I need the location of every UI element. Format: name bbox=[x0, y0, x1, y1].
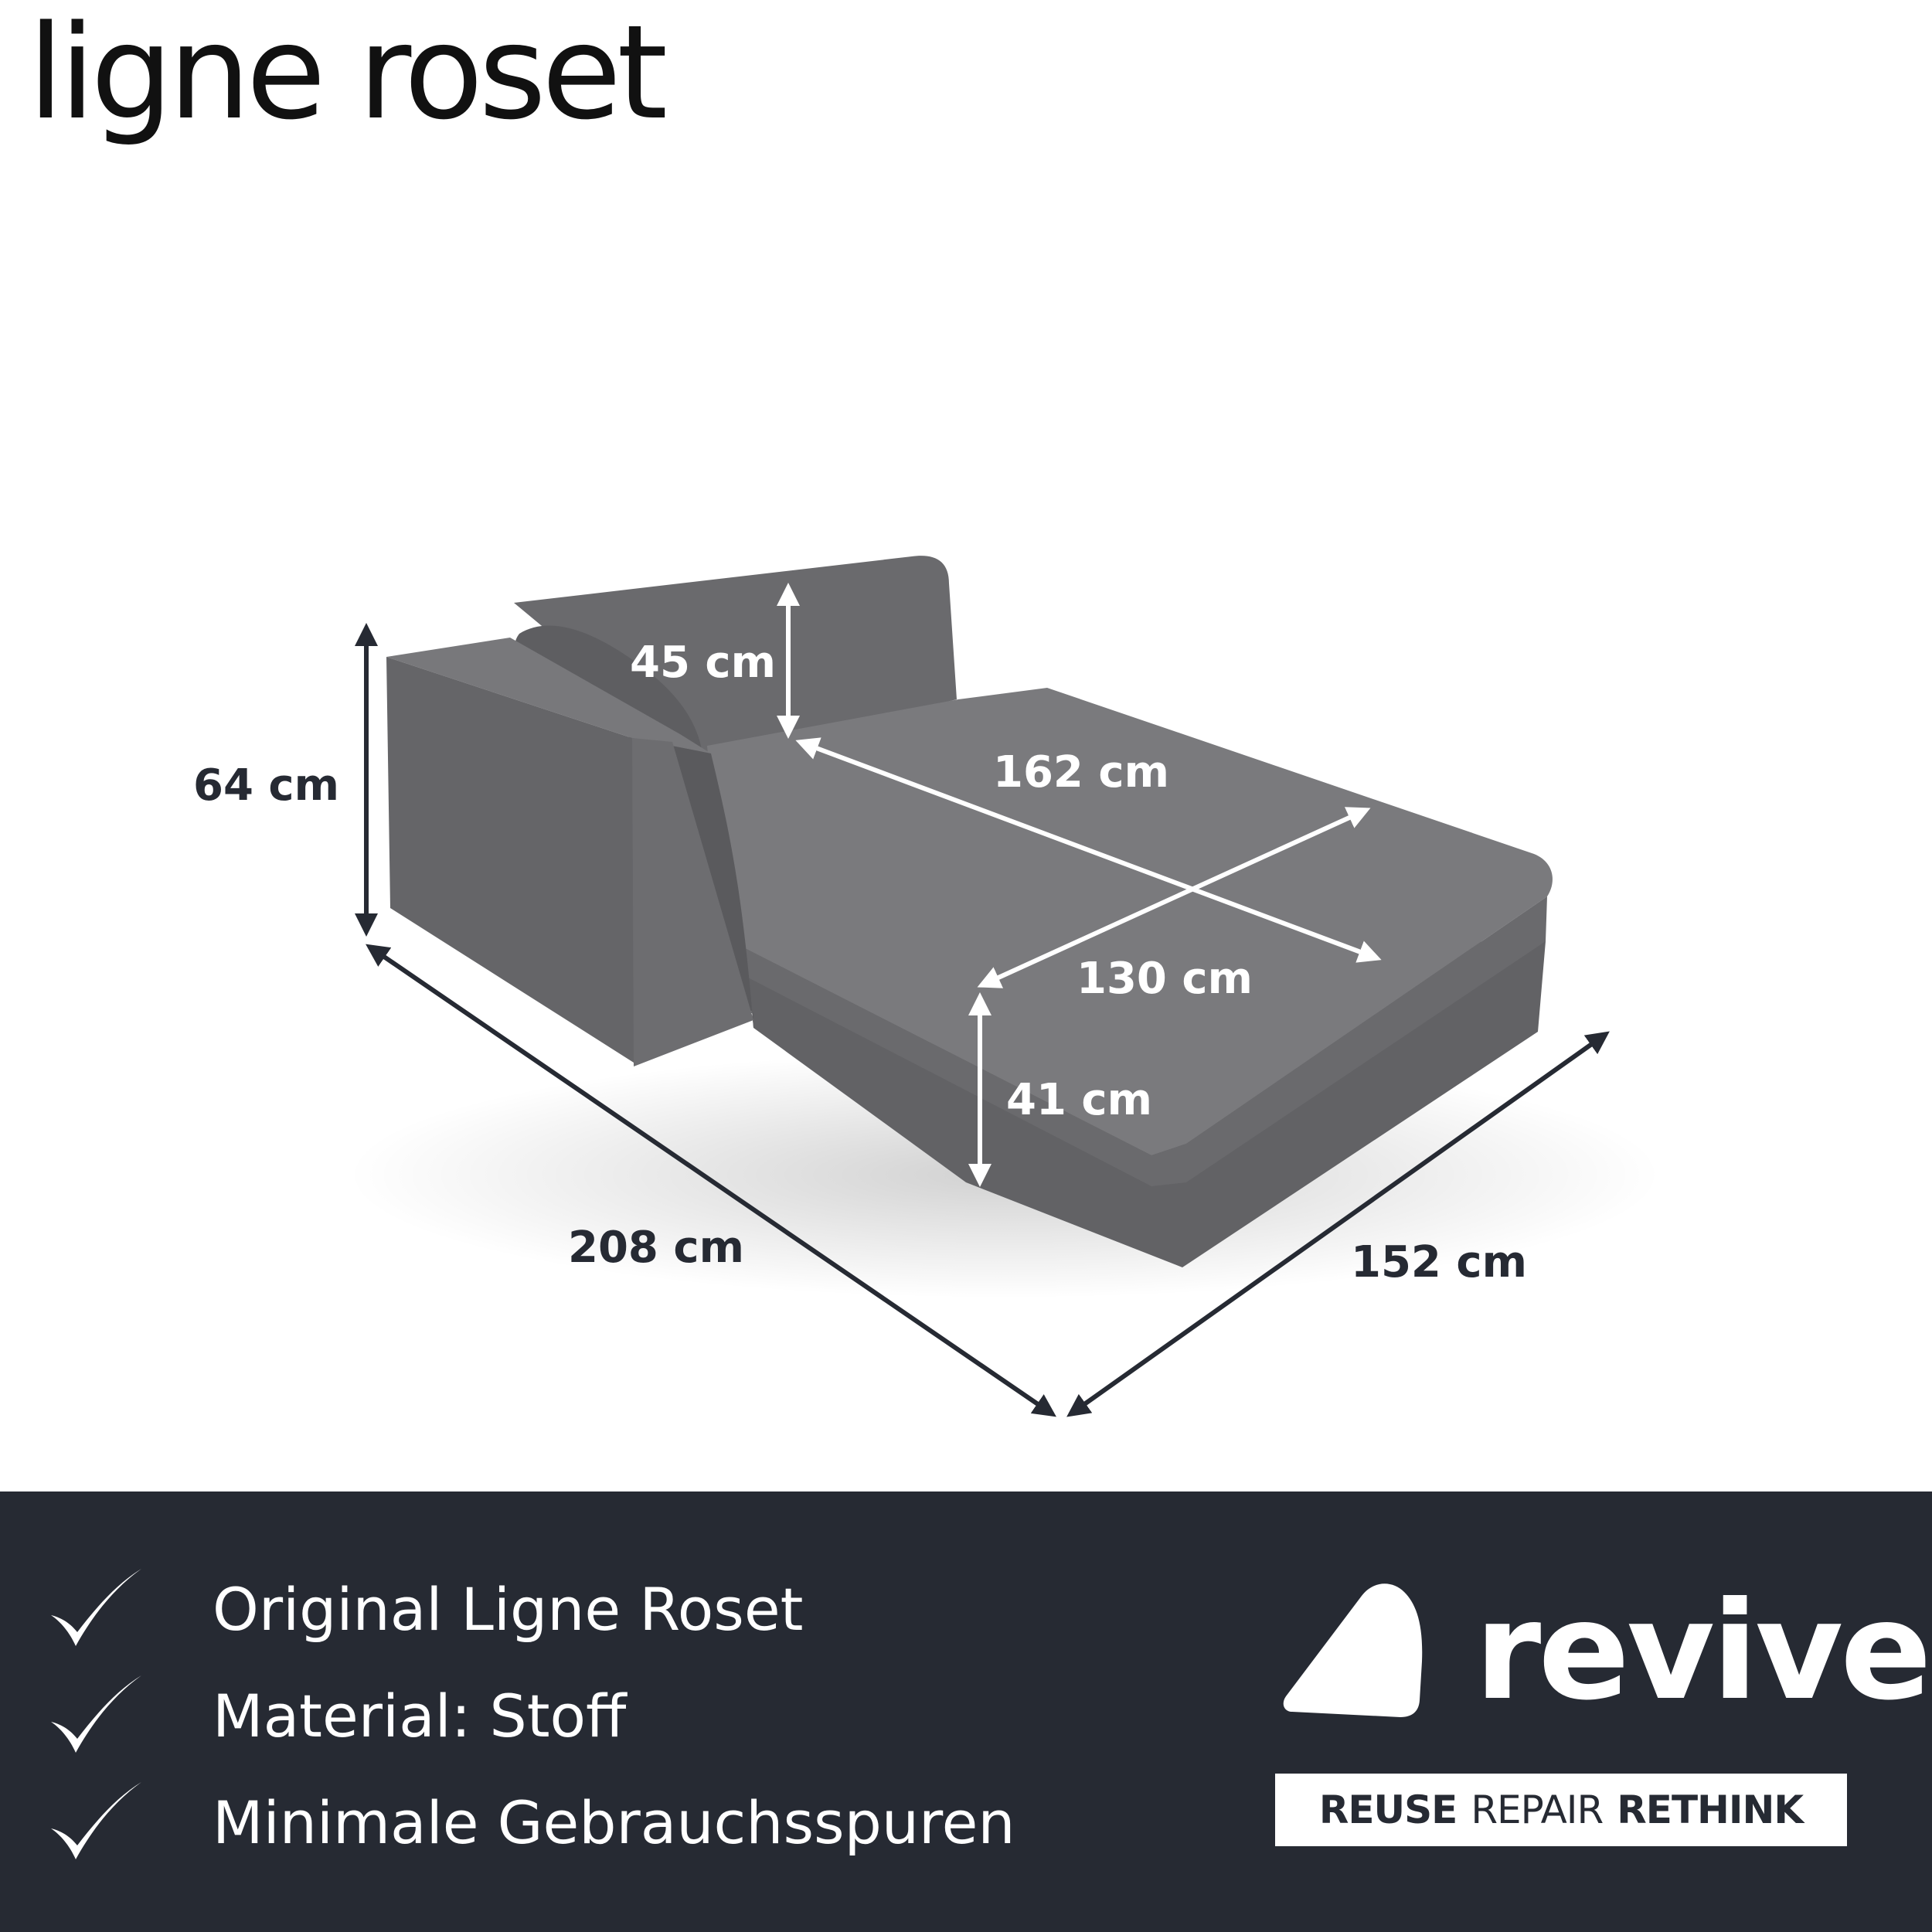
tagline-rethink: RETHINK bbox=[1617, 1787, 1804, 1832]
feature-text: Minimale Gebrauchsspuren bbox=[213, 1788, 1015, 1857]
revive-tagline: REUSE REPAIR RETHINK bbox=[1275, 1774, 1847, 1846]
feature-text: Original Ligne Roset bbox=[213, 1575, 804, 1644]
seat-width-label: 130 cm bbox=[1077, 954, 1253, 1004]
check-icon bbox=[51, 1675, 141, 1753]
height-total-label: 64 cm bbox=[193, 760, 339, 811]
back-cushion bbox=[514, 556, 957, 757]
footer-banner: Original Ligne Roset Material: Stoff Min… bbox=[0, 1492, 1932, 1932]
check-icon bbox=[51, 1782, 141, 1859]
check-icon bbox=[51, 1569, 141, 1646]
revive-logo-icon bbox=[1283, 1583, 1423, 1717]
tagline-reuse: REUSE bbox=[1318, 1787, 1458, 1832]
back-height-label: 45 cm bbox=[630, 638, 776, 688]
width-total-arrow bbox=[1066, 1031, 1610, 1417]
seat-length-label: 162 cm bbox=[993, 747, 1169, 798]
width-total-label: 152 cm bbox=[1351, 1237, 1527, 1287]
armrest-top bbox=[386, 638, 711, 753]
feature-item: Minimale Gebrauchsspuren bbox=[0, 1774, 1159, 1875]
sofa-dimension-illustration: 64 cm 45 cm 162 cm 130 cm 41 cm 208 cm 1… bbox=[193, 556, 1662, 1417]
revive-wordmark: revive bbox=[1475, 1573, 1932, 1730]
length-total-arrow bbox=[366, 944, 1056, 1417]
feature-text: Material: Stoff bbox=[213, 1682, 627, 1750]
feature-item: Original Ligne Roset bbox=[0, 1561, 1159, 1662]
length-total-label: 208 cm bbox=[568, 1223, 744, 1273]
seat-width-arrow bbox=[977, 807, 1371, 988]
seat-height-label: 41 cm bbox=[1006, 1075, 1152, 1125]
feature-item: Material: Stoff bbox=[0, 1668, 1159, 1768]
ligne-roset-logo: ligne roset bbox=[28, 0, 668, 148]
tagline-repair: REPAIR bbox=[1471, 1787, 1604, 1832]
